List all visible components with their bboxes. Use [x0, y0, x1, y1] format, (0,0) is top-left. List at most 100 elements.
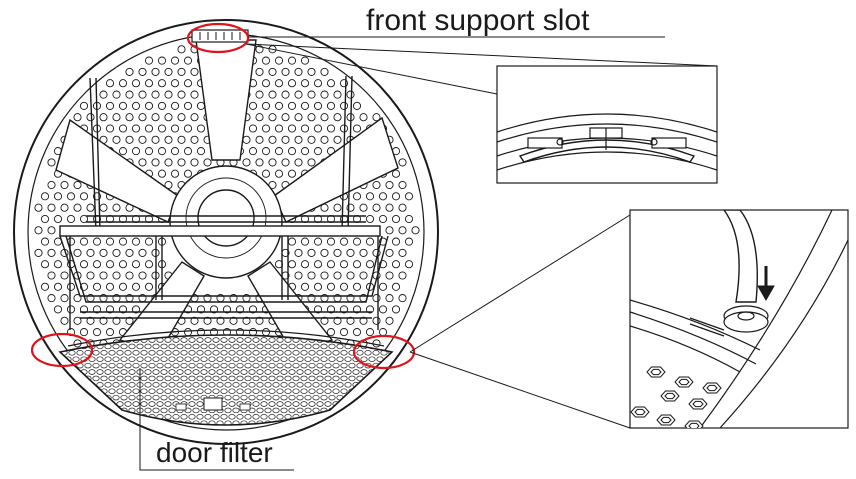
filter-mesh-cell	[216, 420, 224, 425]
filter-mesh-cell	[244, 388, 252, 394]
perforation-hole	[125, 248, 134, 257]
perforation-hole	[404, 260, 414, 269]
filter-mesh-cell	[224, 382, 232, 388]
perforation-hole	[411, 226, 420, 235]
perforation-hole	[99, 271, 108, 280]
perforation-hole	[196, 305, 206, 314]
filter-mesh-cell	[340, 362, 348, 369]
filter-mesh-cell	[228, 362, 236, 369]
perforation-hole	[372, 113, 381, 122]
perforation-hole	[300, 147, 310, 156]
filter-mesh-cell	[248, 343, 256, 350]
filter-mesh-cell	[328, 420, 336, 425]
filter-mesh-cell	[244, 414, 252, 420]
filter-mesh-cell	[96, 369, 104, 375]
filter-mesh-cell	[112, 356, 120, 362]
filter-mesh-cell	[324, 375, 332, 382]
filter-mesh-cell	[232, 356, 240, 362]
filter-mesh-cell	[256, 343, 264, 350]
filter-mesh-cell	[376, 420, 384, 425]
filter-mesh-cell	[176, 356, 184, 362]
filter-mesh-cell	[180, 388, 188, 394]
filter-mesh-cell	[376, 356, 384, 362]
filter-mesh-cell	[300, 375, 308, 382]
filter-mesh-cell	[92, 388, 100, 394]
filter-mesh-cell	[316, 350, 324, 356]
filter-mesh-cell	[208, 356, 216, 362]
perforation-hole	[307, 271, 316, 280]
filter-mesh-cell	[140, 388, 148, 394]
filter-mesh-cell	[324, 401, 332, 407]
filter-mesh-cell	[288, 394, 296, 401]
filter-mesh-cell	[244, 337, 252, 343]
perforation-hole	[66, 214, 76, 224]
filter-mesh-cell	[332, 362, 340, 369]
filter-mesh-cell	[268, 350, 276, 356]
perforation-hole	[300, 282, 310, 291]
perforation-hole	[151, 90, 160, 99]
filter-mesh-cell	[256, 382, 264, 388]
perforation-hole	[255, 135, 264, 144]
support-clip	[518, 139, 696, 163]
filter-mesh-cell	[144, 394, 152, 401]
perforation-hole	[86, 316, 95, 325]
hex-hole	[656, 414, 676, 426]
perforation-hole	[131, 305, 141, 314]
filter-mesh-cell	[228, 350, 236, 356]
filter-mesh-cell	[144, 420, 152, 425]
perforation-hole	[352, 260, 362, 269]
filter-mesh-cell	[384, 356, 392, 362]
filter-mesh-cell	[216, 382, 224, 388]
filter-mesh-cell	[208, 369, 216, 375]
filter-mesh-cell	[228, 414, 236, 420]
filter-mesh-cell	[76, 350, 84, 356]
filter-mesh-cell	[228, 375, 236, 382]
filter-mesh-cell	[172, 388, 180, 394]
filter-mesh-cell	[285, 427, 291, 432]
filter-mesh-cell	[344, 382, 352, 388]
perforation-hole	[346, 248, 355, 257]
filter-mesh-cell	[92, 414, 100, 420]
filter-mesh-cell	[128, 356, 136, 362]
perforation-hole	[320, 135, 329, 144]
filter-mesh-cell	[164, 337, 172, 343]
perforation-hole	[326, 282, 336, 291]
perforation-hole	[404, 237, 414, 246]
filter-mesh-cell	[184, 343, 192, 350]
filter-mesh-cell	[296, 420, 304, 425]
perforation-hole	[144, 260, 154, 269]
rack-rod-right-2	[347, 75, 353, 233]
perforation-hole	[333, 316, 342, 325]
perforation-hole	[339, 237, 349, 246]
filter-mesh-cell	[232, 343, 240, 350]
filter-mesh-cell	[248, 356, 256, 362]
filter-mesh-cell	[80, 394, 88, 401]
filter-mesh-cell	[377, 434, 383, 439]
perforation-hole	[73, 316, 82, 325]
filter-mesh-cell	[156, 375, 164, 382]
filter-mesh-cell	[328, 382, 336, 388]
perforation-hole	[378, 282, 388, 291]
filter-mesh-cell	[268, 375, 276, 382]
perforation-hole	[339, 328, 349, 337]
filter-mesh-cell	[224, 420, 232, 425]
filter-mesh-cell	[160, 356, 168, 362]
perforation-hole	[92, 328, 102, 337]
filter-mesh-cell	[292, 375, 300, 382]
filter-mesh-cell	[172, 337, 180, 343]
filter-mesh-cell	[288, 343, 296, 350]
perforation-hole	[183, 124, 193, 133]
perforation-hole	[138, 248, 147, 257]
perforation-hole	[196, 147, 206, 156]
filter-mesh-cell	[196, 362, 204, 369]
perforation-hole	[60, 316, 69, 325]
perforation-hole	[151, 67, 160, 76]
perforation-hole	[222, 305, 232, 314]
filter-mesh-cell	[204, 375, 212, 382]
filter-mesh-cell	[372, 414, 380, 420]
filter-mesh-cell	[76, 401, 84, 407]
filter-mesh-cell	[384, 382, 392, 388]
filter-mesh-cell	[220, 337, 228, 343]
filter-mesh-cell	[393, 421, 399, 426]
filter-mesh-cell	[304, 343, 312, 350]
